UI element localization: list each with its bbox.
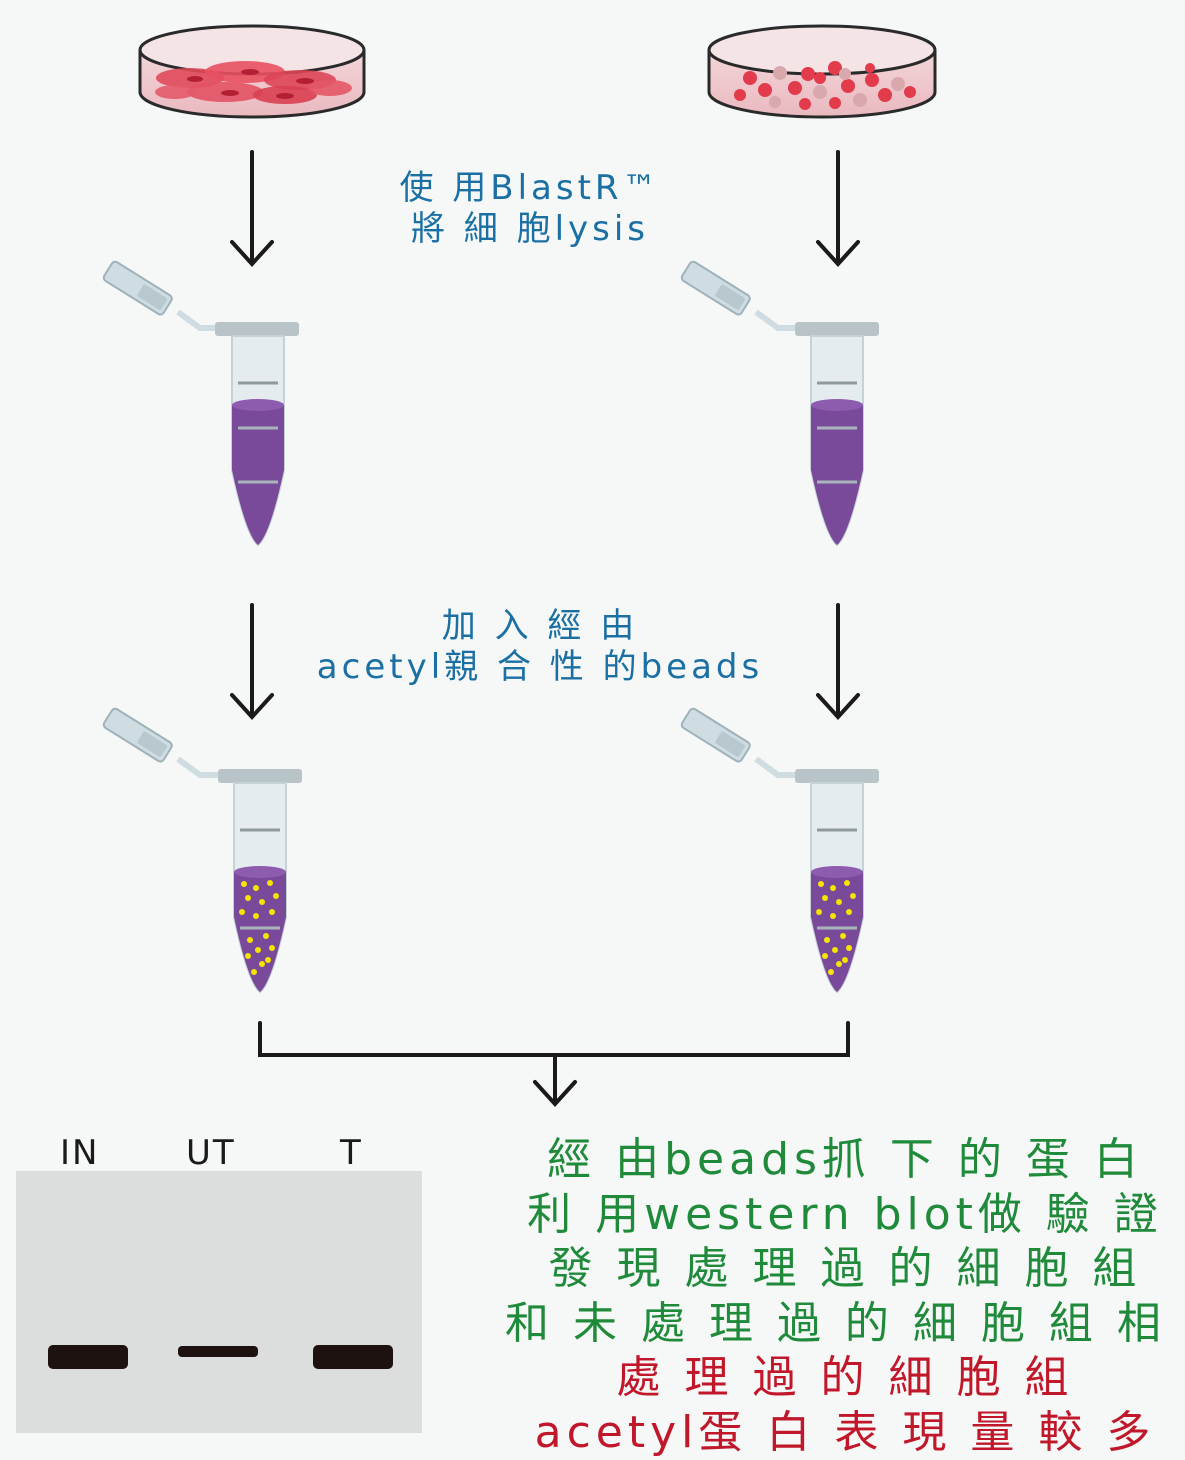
conclusion-line-6: acetyl蛋 白 表 現 量 較 多 (505, 1406, 1185, 1460)
petri-dish-untreated (140, 26, 364, 117)
lysis-line-1: 使 用BlastR™ (360, 168, 700, 209)
conclusion-line-5: 處 理 過 的 細 胞 組 (505, 1351, 1185, 1406)
band-ut (178, 1346, 258, 1357)
band-t (313, 1345, 393, 1369)
lane-label-in: IN (60, 1133, 99, 1173)
conclusion-text: 經 由beads抓 下 的 蛋 白 利 用western blot做 驗 證 發… (505, 1133, 1185, 1460)
lane-label-t: T (340, 1133, 363, 1173)
tube-beads-right (680, 707, 879, 992)
conclusion-line-2: 利 用western blot做 驗 證 (505, 1188, 1185, 1243)
arrow-right-1 (818, 152, 858, 264)
conclusion-line-3: 發 現 處 理 過 的 細 胞 組 (505, 1242, 1185, 1297)
lysis-line-2: 將 細 胞lysis (360, 209, 700, 250)
arrow-left-2 (232, 605, 272, 717)
band-in (48, 1345, 128, 1369)
beads-line-1: 加 入 經 由 (290, 606, 790, 647)
tube-lysate-left (102, 260, 299, 545)
arrow-left-1 (232, 152, 272, 264)
arrow-right-2 (818, 605, 858, 717)
tube-beads-left (102, 707, 302, 992)
lysis-step-label: 使 用BlastR™ 將 細 胞lysis (360, 168, 700, 250)
western-blot (16, 1171, 422, 1433)
beads-line-2: acetyl親 合 性 的beads (290, 647, 790, 688)
petri-dish-treated (709, 26, 935, 117)
tube-lysate-right (680, 260, 879, 545)
beads-step-label: 加 入 經 由 acetyl親 合 性 的beads (290, 606, 790, 688)
conclusion-line-1: 經 由beads抓 下 的 蛋 白 (505, 1133, 1185, 1188)
lane-label-ut: UT (186, 1133, 236, 1173)
conclusion-line-4: 和 未 處 理 過 的 細 胞 組 相 比 (505, 1297, 1185, 1352)
merge-connector (260, 1023, 848, 1104)
